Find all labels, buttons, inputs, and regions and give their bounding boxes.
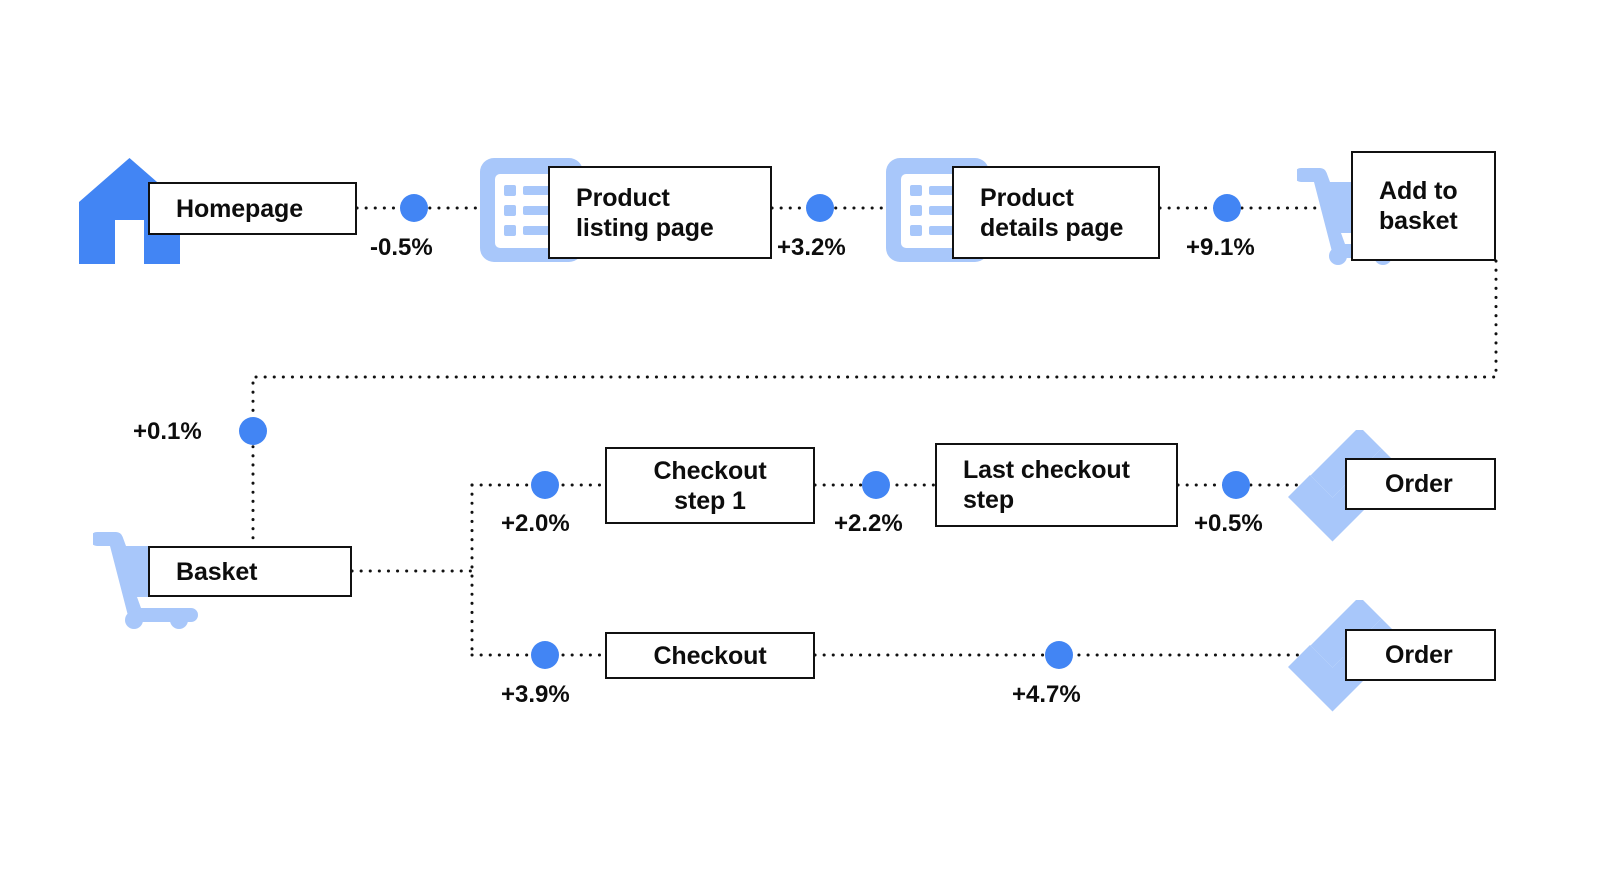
node-product-listing-page[interactable]: Product listing page — [548, 166, 772, 259]
node-label: Checkout — [653, 641, 767, 670]
transition-value: +9.1% — [1186, 234, 1255, 261]
node-last-checkout-step[interactable]: Last checkout step — [935, 443, 1178, 527]
transition-value: +0.1% — [133, 418, 202, 445]
transition-dot[interactable] — [862, 471, 890, 499]
node-product-details-page[interactable]: Product details page — [952, 166, 1160, 259]
node-homepage[interactable]: Homepage — [148, 182, 357, 235]
node-label: Checkout step 1 — [653, 456, 767, 515]
node-label: Homepage — [176, 194, 304, 223]
node-label: Last checkout step — [963, 456, 1130, 514]
node-order-top[interactable]: Order — [1345, 458, 1496, 510]
node-basket[interactable]: Basket — [148, 546, 352, 597]
transition-value: +3.9% — [501, 681, 570, 708]
node-label: Order — [1385, 470, 1453, 498]
transition-value: +2.0% — [501, 510, 570, 537]
transition-value: +3.2% — [777, 234, 846, 261]
node-label: Add to basket — [1379, 177, 1458, 235]
node-add-to-basket[interactable]: Add to basket — [1351, 151, 1496, 261]
transition-value: +4.7% — [1012, 681, 1081, 708]
node-checkout[interactable]: Checkout — [605, 632, 815, 679]
transition-dot[interactable] — [239, 417, 267, 445]
transition-dot[interactable] — [1045, 641, 1073, 669]
node-label: Product listing page — [576, 183, 714, 242]
node-label: Order — [1385, 641, 1453, 669]
transition-value: +2.2% — [834, 510, 903, 537]
node-label: Basket — [176, 557, 258, 586]
transition-dot[interactable] — [1222, 471, 1250, 499]
node-order-bottom[interactable]: Order — [1345, 629, 1496, 681]
transition-dot[interactable] — [806, 194, 834, 222]
transition-dot[interactable] — [531, 641, 559, 669]
transition-dot[interactable] — [531, 471, 559, 499]
node-checkout-step-1[interactable]: Checkout step 1 — [605, 447, 815, 524]
transition-dot[interactable] — [400, 194, 428, 222]
transition-value: +0.5% — [1194, 510, 1263, 537]
transition-dot[interactable] — [1213, 194, 1241, 222]
transition-value: -0.5% — [370, 234, 433, 261]
node-label: Product details page — [980, 183, 1124, 242]
